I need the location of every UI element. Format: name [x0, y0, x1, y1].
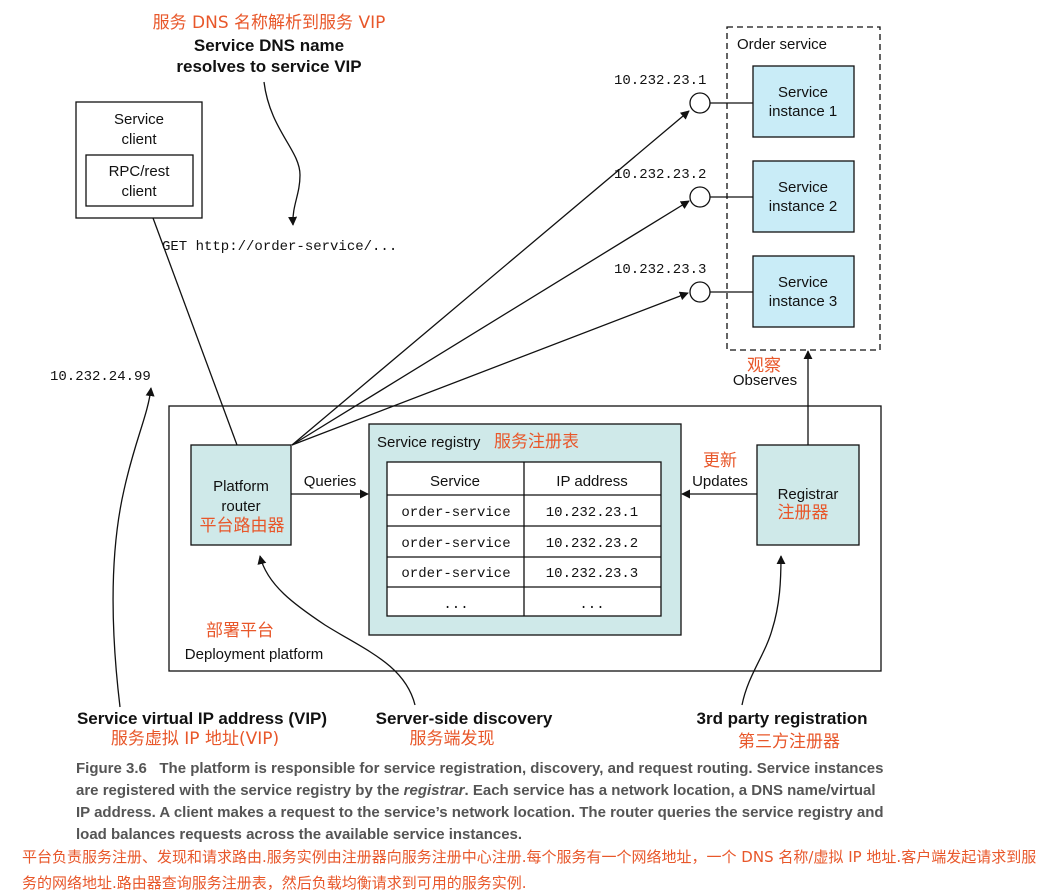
ip-endpoint-circle-icon: [689, 92, 711, 114]
server-side-label: Server-side discovery: [376, 709, 553, 728]
caption-text-after: . Each service has a network location, a…: [76, 782, 884, 843]
table-cell: ...: [443, 597, 468, 613]
dns-annotation-pointer: [263, 81, 301, 226]
server-side-cn: 服务端发现: [410, 729, 495, 749]
third-party-cn: 第三方注册器: [738, 732, 840, 752]
instance-2-ip: 10.232.23.2: [614, 167, 706, 183]
registrar-box: [756, 444, 860, 546]
observes-label: Observes: [733, 372, 797, 389]
order-service-boundary: [726, 26, 881, 351]
instance-1-line2: instance 1: [769, 103, 837, 120]
observes-cn: 观察: [747, 356, 781, 376]
service-instance-3: [752, 255, 855, 328]
table-cell: 10.232.23.1: [546, 505, 638, 521]
instance-2-line2: instance 2: [769, 198, 837, 215]
instance-1-line1: Service: [778, 84, 828, 101]
service-discovery-diagram: 服务 DNS 名称解析到服务 VIP Service DNS name reso…: [50, 13, 882, 752]
vip-label: Service virtual IP address (VIP): [77, 709, 327, 728]
order-service-title: Order service: [737, 36, 827, 53]
service-instance-1: [752, 65, 855, 138]
table-cell: order-service: [401, 536, 510, 552]
instance-1-ip: 10.232.23.1: [614, 73, 706, 89]
get-request-label: GET http://order-service/...: [162, 239, 397, 255]
vip-address: 10.232.24.99: [50, 369, 151, 385]
client-to-router-line: [152, 217, 238, 446]
table-cell: order-service: [401, 505, 510, 521]
vip-pointer: [112, 387, 155, 708]
deployment-platform-label: Deployment platform: [185, 646, 323, 663]
service-instance-2: [752, 160, 855, 233]
service-client-line1: Service: [114, 111, 164, 128]
ip-endpoint-circle-icon: [689, 281, 711, 303]
rpc-rest-client-box: [85, 154, 194, 207]
figure-caption: Figure 3.6 The platform is responsible f…: [76, 758, 886, 846]
instance-2-line1: Service: [778, 179, 828, 196]
table-header-ip: IP address: [556, 473, 627, 490]
platform-router-box: [190, 444, 292, 546]
table-cell: 10.232.23.2: [546, 536, 638, 552]
figure-caption-cn: 平台负责服务注册、发现和请求路由.服务实例由注册器向服务注册中心注册.每个服务有…: [22, 848, 1037, 892]
queries-label: Queries: [304, 473, 357, 490]
platform-router-line1: Platform: [213, 478, 269, 495]
table-cell: 10.232.23.3: [546, 566, 638, 582]
router-to-instance-1: [291, 110, 690, 446]
service-client-line2: client: [121, 131, 157, 148]
third-party-pointer: [741, 555, 786, 706]
ip-endpoint-circle-icon: [689, 186, 711, 208]
rpc-client-line2: client: [121, 183, 157, 200]
router-to-instance-3: [291, 291, 689, 446]
figure-label: Figure 3.6: [76, 760, 147, 777]
platform-router-line2: router: [221, 498, 260, 515]
vip-cn: 服务虚拟 IP 地址(VIP): [111, 729, 279, 749]
caption-text-before: The platform is responsible for service …: [76, 760, 884, 799]
table-cell: order-service: [401, 566, 510, 582]
service-registry-title-cn: 服务注册表: [494, 432, 579, 452]
dns-annotation-cn: 服务 DNS 名称解析到服务 VIP: [153, 13, 386, 33]
table-header-service: Service: [430, 473, 480, 490]
dns-annotation-line1: Service DNS name: [194, 36, 344, 55]
platform-router-cn: 平台路由器: [200, 516, 285, 536]
table-cell: ...: [579, 597, 604, 613]
instance-3-line1: Service: [778, 274, 828, 291]
third-party-label: 3rd party registration: [697, 709, 868, 728]
service-registry-title: Service registry: [377, 434, 481, 451]
registrar-label: Registrar: [778, 486, 839, 503]
updates-label: Updates: [692, 473, 748, 490]
rpc-client-line1: RPC/rest: [109, 163, 171, 180]
router-to-instance-2: [291, 200, 690, 446]
registrar-cn: 注册器: [778, 503, 829, 523]
deployment-platform-cn: 部署平台: [206, 621, 274, 641]
dns-annotation-line2: resolves to service VIP: [176, 57, 361, 76]
server-side-pointer: [257, 555, 416, 706]
caption-text-italic: registrar: [403, 782, 465, 799]
updates-cn: 更新: [703, 451, 737, 471]
instance-3-line2: instance 3: [769, 293, 837, 310]
instance-3-ip: 10.232.23.3: [614, 262, 706, 278]
